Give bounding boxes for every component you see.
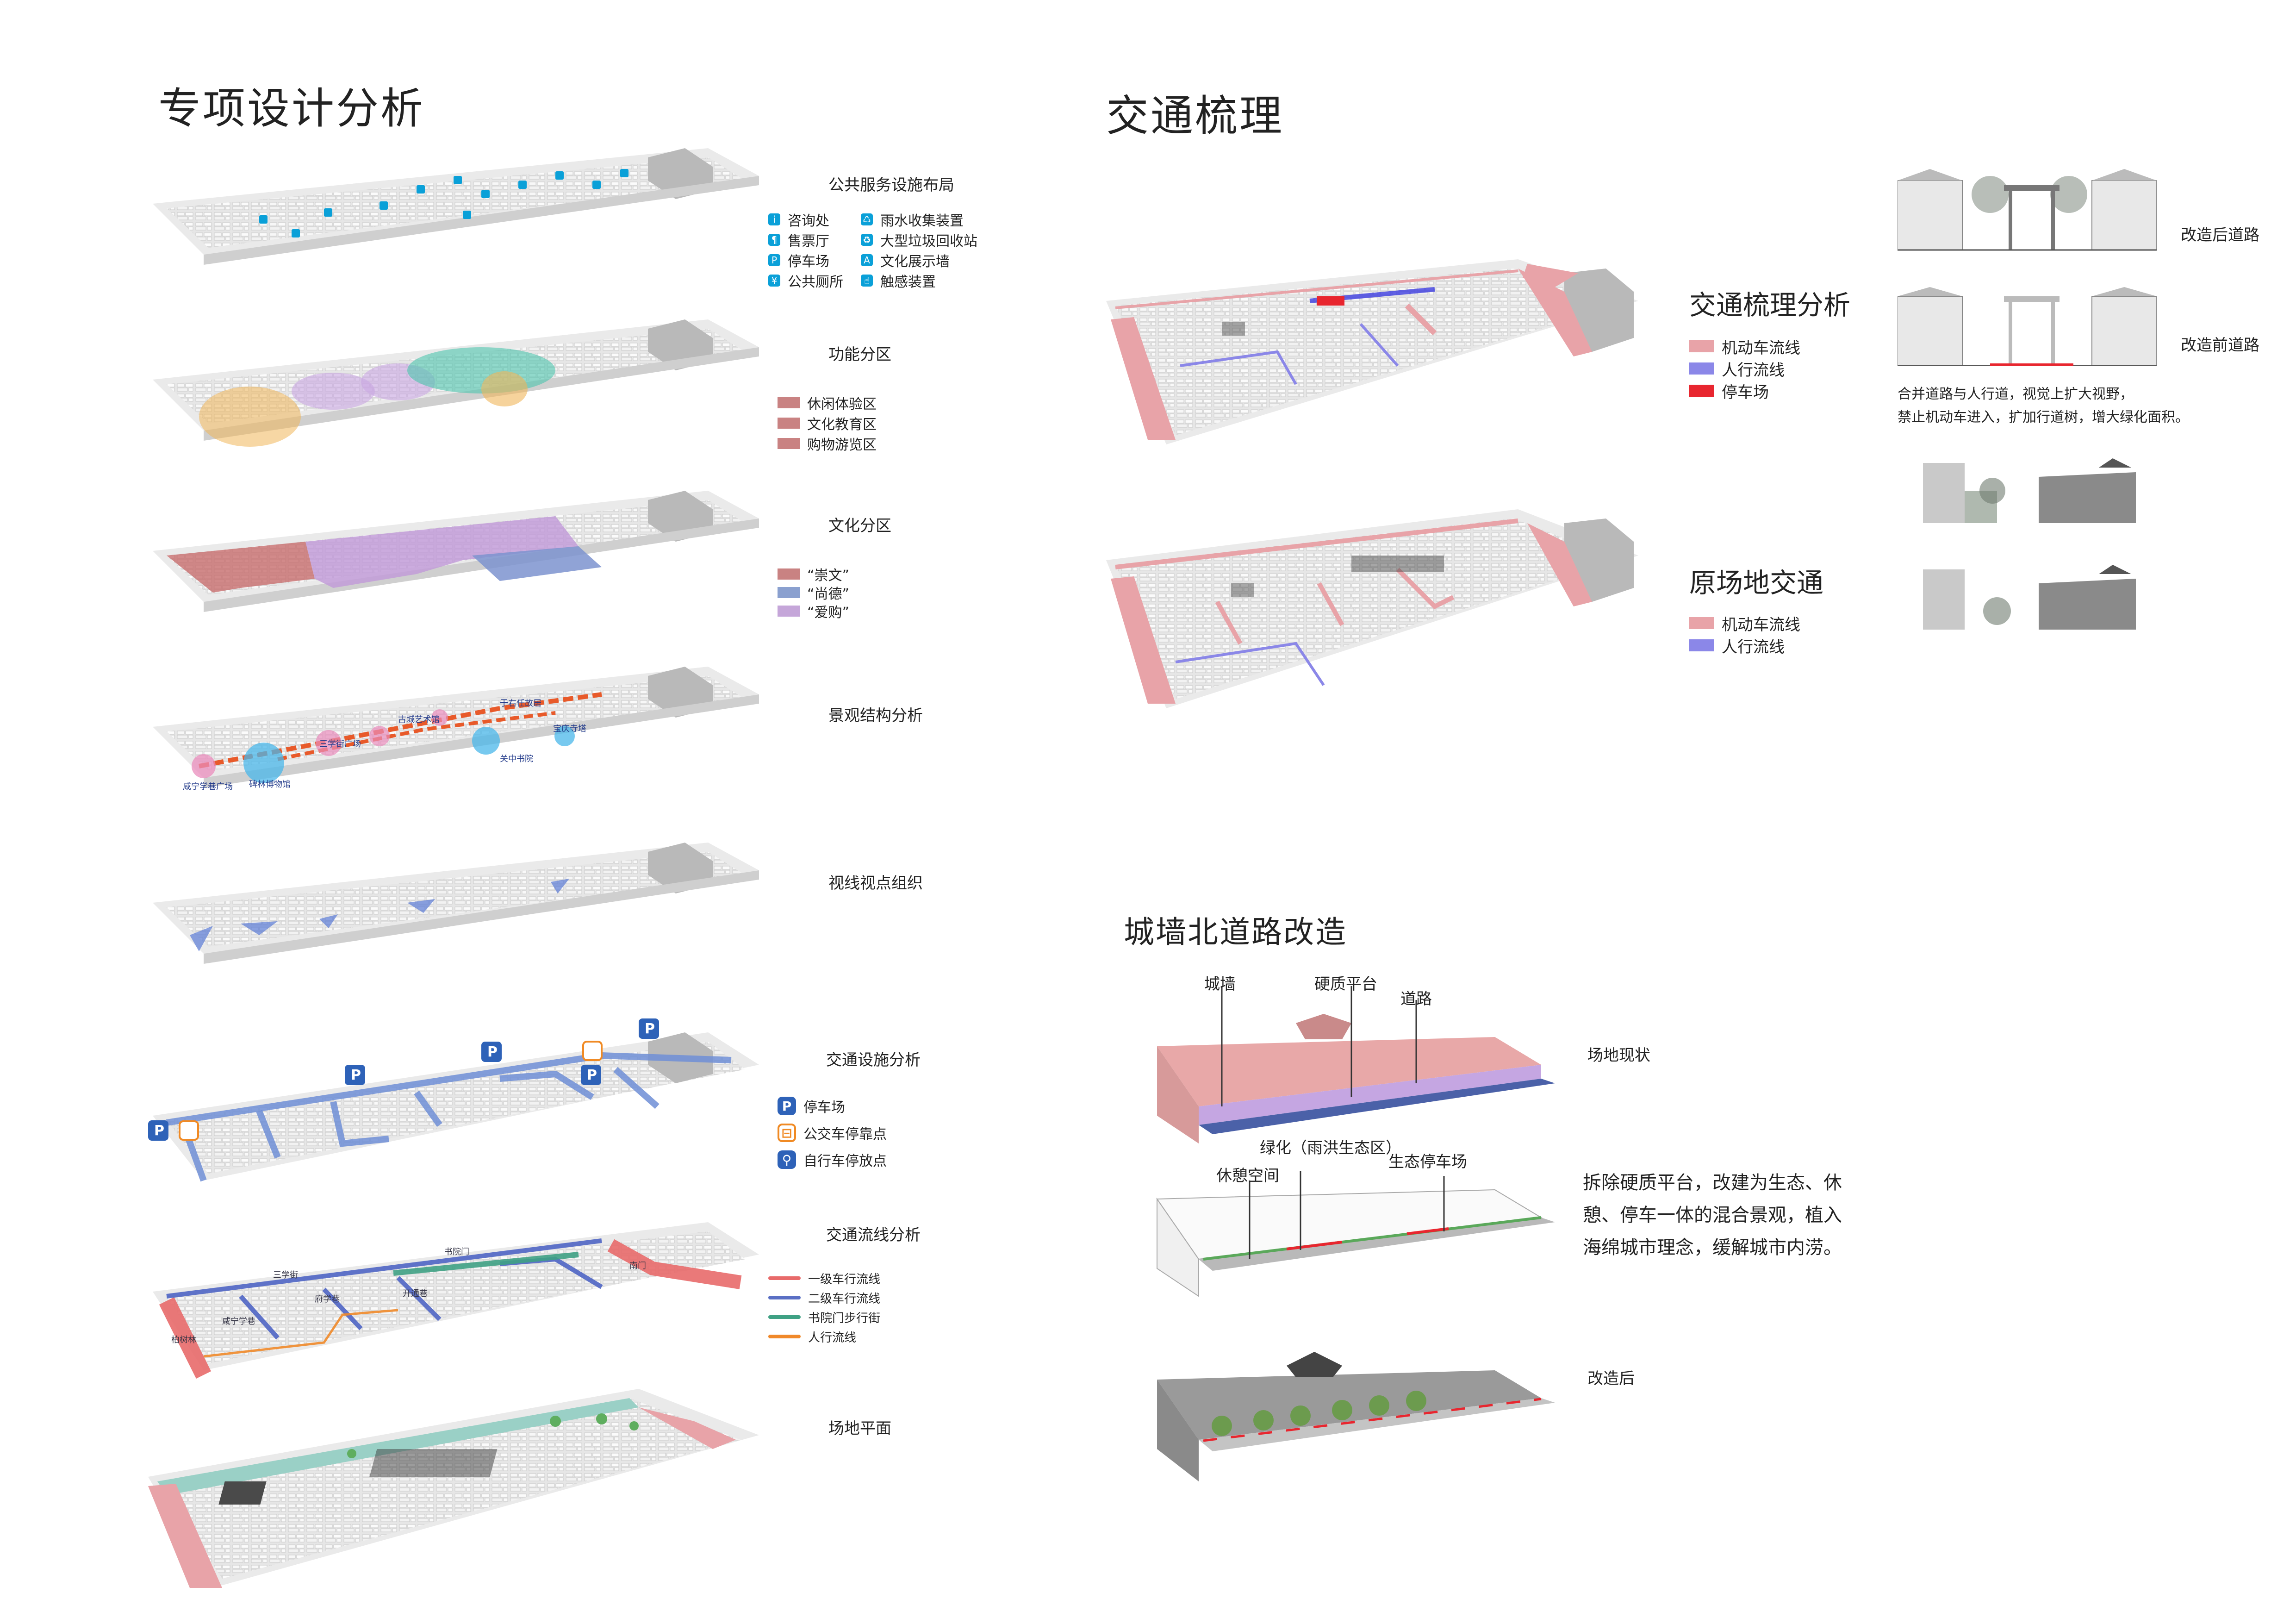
panel-title-function-zones: 功能分区 [828,345,891,364]
panel-title-traffic-facilities: 交通设施分析 [826,1051,921,1069]
node-label-2: 三学街广场 [319,739,361,749]
section-road-before [1898,287,2157,366]
wall-stage-after [1157,1352,1555,1481]
panel-title-sightlines: 视线视点组织 [828,874,923,893]
swatch-culture-edu [778,418,800,429]
label-wall: 城墙 [1204,975,1236,993]
line-secondary [768,1296,801,1299]
swatch-pedestrian [1689,362,1714,375]
line-primary [768,1276,801,1280]
street-label-3: 书院门 [444,1247,469,1257]
map-traffic-analysis [1106,259,1638,444]
bike-icon: ⚲ [778,1150,796,1169]
street-label-1: 咸宁学巷 [222,1317,255,1326]
wall-description: 拆除硬质平台，改建为生态、休 憩、停车一体的混合景观，植入 海绵城市理念，缓解城… [1583,1167,1842,1264]
node-label-1: 碑林博物馆 [249,780,291,789]
panel-title-public-services: 公共服务设施布局 [828,176,954,194]
panel-site-plan [148,1389,759,1588]
display-wall-icon: A [861,254,873,266]
label-rest: 休憩空间 [1216,1167,1279,1185]
svg-text:P: P [487,1044,498,1060]
svg-text:P: P [645,1021,655,1037]
section-wall-before [1923,565,2136,630]
panel-title-site-plan: 场地平面 [828,1419,891,1438]
swatch-pedestrian [1689,639,1714,651]
street-label-6: 柏树林 [171,1335,196,1345]
label-green: 绿化（雨洪生态区） [1260,1139,1401,1157]
label-road-after: 改造后道路 [2181,226,2259,244]
left-title: 专项设计分析 [158,84,425,133]
street-label-5: 开通巷 [403,1289,428,1299]
stage-label-after: 改造后 [1587,1369,1635,1388]
line-pedestrian-street [768,1315,801,1319]
bus-stop-icon: ⊟ [778,1124,796,1142]
swatch-leisure [778,397,800,408]
panel-title-landscape-structure: 景观结构分析 [828,706,923,725]
road-note-line2: 禁止机动车进入，扩加行道树，增大绿化面积。 [1898,409,2189,425]
panel-traffic-flow: 三学街 咸宁学巷 府学巷 书院门 南门 开通巷 柏树林 [153,1222,759,1379]
wall-desc-line2: 憩、停车一体的混合景观，植入 [1583,1205,1842,1226]
panel-title-traffic-flow: 交通流线分析 [826,1226,921,1244]
node-label-0: 咸宁学巷广场 [183,782,233,792]
label-platform: 硬质平台 [1314,975,1377,993]
wall-desc-line3: 海绵城市理念，缓解城市内涝。 [1583,1237,1842,1258]
panel-traffic-facilities: P P P P P [148,1018,759,1182]
panel-cultural-zones [153,491,759,612]
legend-traffic-analysis: 机动车流线 人行流线 停车场 [1689,335,1800,402]
label-eco-parking: 生态停车场 [1388,1153,1467,1171]
panel-sightlines [153,843,759,964]
panel-public-services [153,148,759,265]
swatch-shopping [778,438,800,449]
legend-original-traffic: 机动车流线 人行流线 [1689,612,1800,656]
svg-text:P: P [154,1123,164,1139]
swatch-parking [1689,385,1714,397]
node-label-4: 于右任故居 [500,699,541,708]
recycle-icon: ♻ [861,234,873,246]
section-wall-after [1923,458,2136,523]
panel-function-zones [153,319,759,447]
line-pedestrian [768,1335,801,1338]
ticket-icon: ¶ [768,234,780,246]
panel-title-cultural-zones: 文化分区 [828,517,891,535]
node-label-6: 宝庆寺塔 [553,724,586,734]
swatch-chongwen [778,568,800,580]
parking-icon: P [768,254,780,266]
original-traffic-title: 原场地交通 [1689,567,1824,599]
legend-function-zones: 休闲体验区 文化教育区 购物游览区 [778,393,877,454]
swatch-aigou [778,606,800,617]
info-icon: i [768,213,780,225]
label-road: 道路 [1400,990,1432,1008]
swatch-vehicle [1689,340,1714,352]
traffic-title: 交通梳理 [1106,91,1284,141]
stage-label-current: 场地现状 [1587,1046,1650,1065]
map-original-traffic [1106,509,1638,708]
touch-icon: ☝ [861,275,873,287]
street-label-2: 府学巷 [315,1294,340,1304]
svg-text:P: P [587,1067,597,1083]
svg-text:P: P [351,1067,361,1083]
wall-stage-proposal [1156,1171,1555,1297]
wall-stage-current [1157,986,1555,1143]
label-road-before: 改造前道路 [2181,336,2259,355]
rain-collect-icon: ♺ [861,213,873,225]
traffic-analysis-title: 交通梳理分析 [1689,289,1851,321]
wall-desc-line1: 拆除硬质平台，改建为生态、休 [1583,1172,1842,1193]
node-label-3: 古城艺术馆 [398,715,440,725]
swatch-shangde [778,587,800,598]
section-road-after [1898,169,2157,251]
node-label-5: 关中书院 [500,754,533,764]
swatch-vehicle [1689,617,1714,629]
street-label-4: 南门 [629,1261,646,1271]
wall-title: 城墙北道路改造 [1124,914,1347,950]
street-label-0: 三学街 [273,1270,298,1280]
legend-traffic-flow: 一级车行流线 二级车行流线 书院门步行街 人行流线 [768,1268,880,1346]
road-note-line1: 合并道路与人行道，视觉上扩大视野， [1898,386,2134,402]
panel-landscape-structure: 咸宁学巷广场 碑林博物馆 三学街广场 古城艺术馆 于右任故居 关中书院 宝庆寺塔 [153,667,759,792]
legend-cultural-zones: “崇文” “尚德” “爱购” [778,565,849,621]
parking-icon: P [778,1097,796,1115]
toilet-icon: ¥ [768,275,780,287]
